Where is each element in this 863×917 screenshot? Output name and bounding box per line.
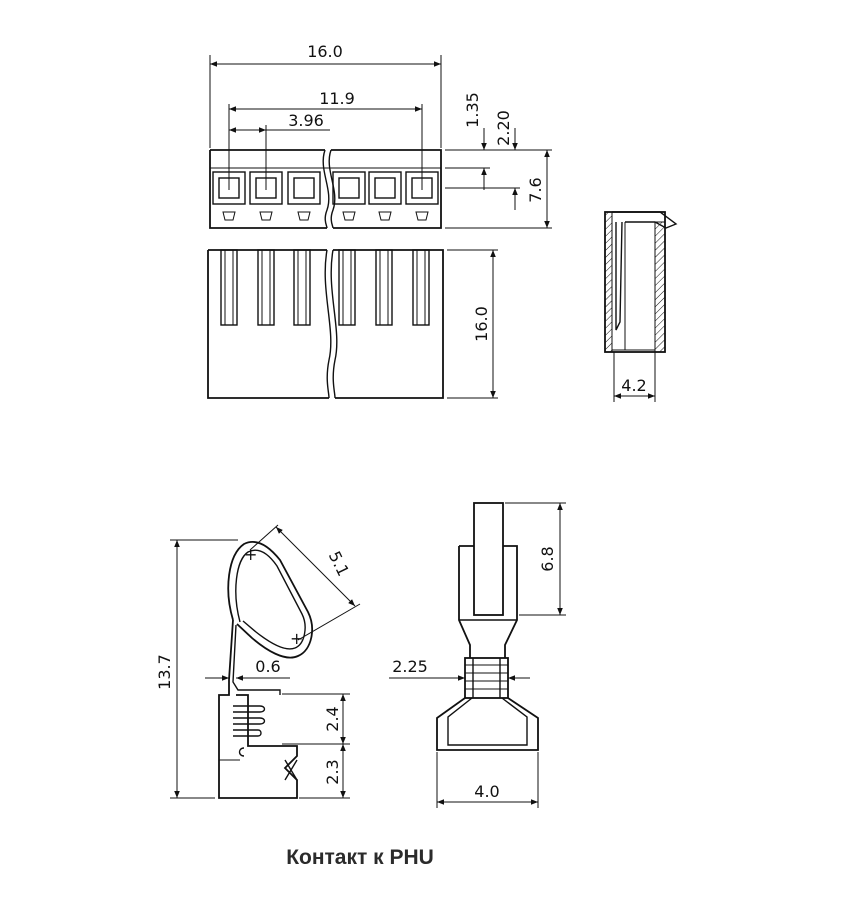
contact-front-view: 6.8 2.25 4.0 — [389, 502, 566, 808]
cavity-row — [212, 171, 439, 221]
contact-side-view: + + 13.7 5.1 0.6 2.4 2.3 — [155, 524, 361, 799]
dim-crimp-lower: 2.3 — [323, 759, 342, 784]
dim-pitch: 3.96 — [288, 111, 324, 130]
dim-gap-mid: 2.20 — [494, 110, 513, 146]
caption: Контакт к PHU — [286, 846, 434, 869]
svg-text:+: + — [244, 545, 257, 564]
slot-row — [220, 249, 430, 326]
dim-crimp-upper: 2.4 — [323, 706, 342, 731]
svg-text:+: + — [290, 629, 303, 648]
dim-neck: 2.25 — [392, 657, 428, 676]
dim-depth: 4.2 — [621, 376, 646, 395]
dim-length: 13.7 — [155, 654, 174, 690]
dim-pin: 6.8 — [538, 546, 557, 571]
connector-front-view: 16.0 11.9 3.96 1.35 2.20 7.6 16.0 — [207, 42, 552, 399]
dim-spring: 5.1 — [325, 548, 353, 579]
dim-width: 16.0 — [307, 42, 343, 61]
dim-span: 11.9 — [319, 89, 355, 108]
dim-body-height: 16.0 — [472, 306, 491, 342]
dim-thickness: 0.6 — [255, 657, 280, 676]
dim-top-height: 7.6 — [526, 177, 545, 202]
dim-gap-top: 1.35 — [463, 92, 482, 128]
connector-side-view: 4.2 — [604, 211, 678, 402]
dim-base: 4.0 — [474, 782, 499, 801]
